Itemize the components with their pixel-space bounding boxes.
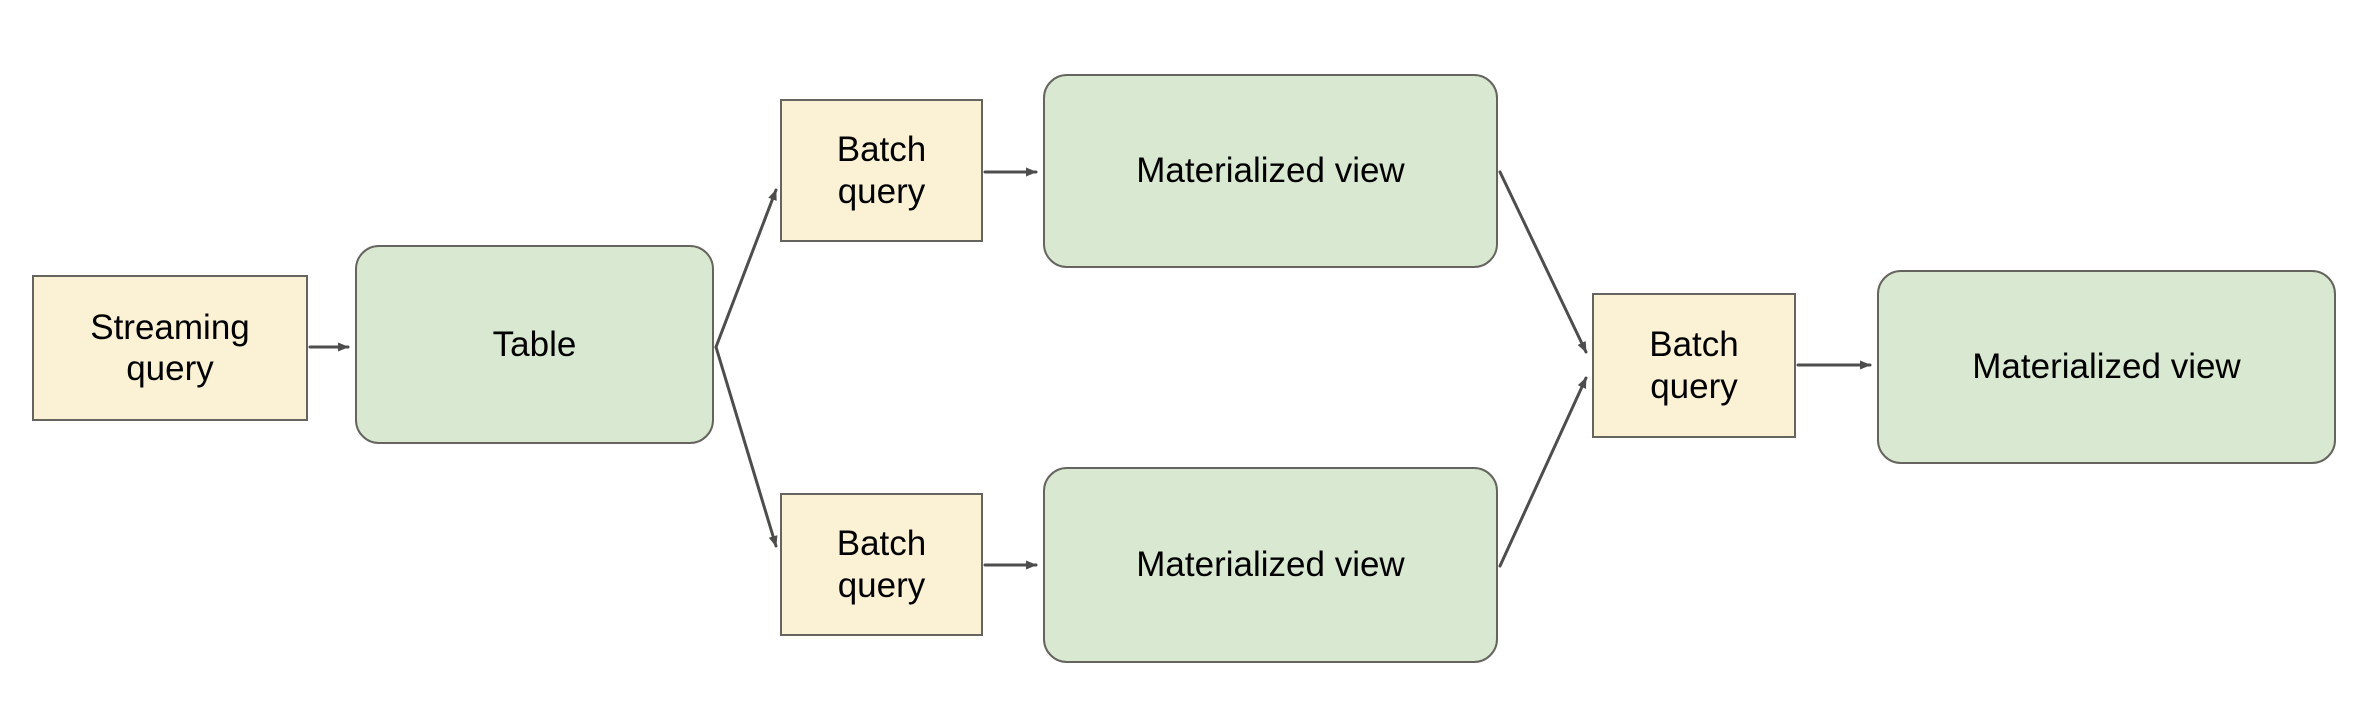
node-label: Batch query — [836, 130, 927, 211]
node-table[interactable]: Table — [355, 245, 714, 444]
node-batch-query-bottom[interactable]: Batch query — [780, 493, 983, 636]
node-label: Materialized view — [1136, 151, 1405, 191]
node-label: Streaming query — [90, 307, 250, 388]
node-label: Batch query — [1649, 325, 1739, 406]
edge-table-to-batch-query-bottom — [714, 345, 778, 548]
edge-materialized-view-top-to-batch-query-right — [1498, 170, 1588, 354]
node-label: Materialized view — [1136, 545, 1405, 585]
node-materialized-view-top[interactable]: Materialized view — [1043, 74, 1498, 268]
node-materialized-view-bottom[interactable]: Materialized view — [1043, 467, 1498, 663]
node-materialized-view-right[interactable]: Materialized view — [1877, 270, 2336, 464]
node-batch-query-right[interactable]: Batch query — [1592, 293, 1796, 438]
edge-table-to-batch-query-top — [714, 188, 778, 349]
node-streaming-query[interactable]: Streaming query — [32, 275, 308, 421]
node-label: Table — [492, 324, 577, 364]
node-label: Materialized view — [1972, 347, 2241, 387]
node-batch-query-top[interactable]: Batch query — [780, 99, 983, 242]
node-label: Batch query — [836, 524, 927, 605]
edge-materialized-view-bottom-to-batch-query-right — [1498, 376, 1588, 568]
